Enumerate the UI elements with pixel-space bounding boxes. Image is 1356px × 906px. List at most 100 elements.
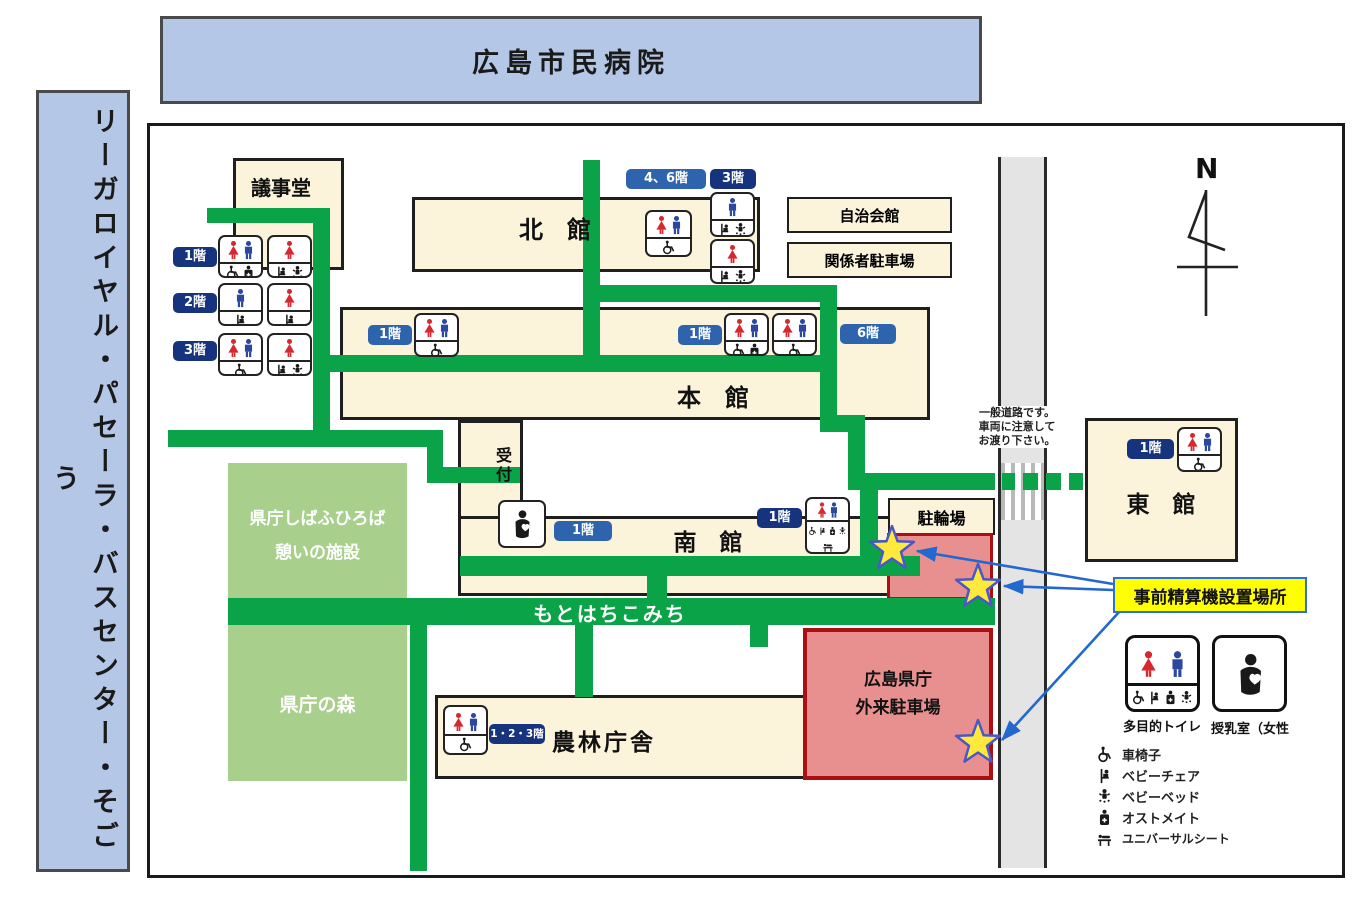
visitor-parking-label-line1: 広島県庁 — [864, 669, 932, 690]
visitor-parking-main: 広島県庁 外来駐車場 — [803, 628, 993, 780]
man-icon — [1164, 645, 1191, 683]
ostomate-icon — [747, 343, 762, 356]
wheelchair-icon — [787, 343, 802, 356]
badge-honkan-1f-right: 1階 — [678, 325, 722, 345]
road-notice-line1: 一般道路です。 — [979, 406, 1055, 419]
ostomate-icon — [241, 265, 256, 278]
man-icon — [826, 500, 842, 520]
gijido-label: 議事堂 — [251, 176, 311, 200]
baby-chair-icon — [274, 363, 289, 376]
legend-item-label: ユニバーサルシート — [1122, 832, 1230, 846]
man-icon — [745, 316, 764, 340]
top-banner: 広島市民病院 — [160, 16, 982, 104]
woman-icon — [280, 286, 299, 310]
toilet-sign-gijido-3f-a — [218, 333, 263, 376]
wheelchair-icon — [808, 525, 817, 537]
baby-bed-icon — [733, 269, 748, 284]
legend-item-baby-chair: ベビーチェア — [1096, 765, 1230, 786]
baby-chair-icon — [717, 222, 732, 237]
toilet-sign-honkan-1f-b — [772, 313, 817, 356]
badge-honkan-1f-left: 1階 — [368, 325, 412, 345]
legend-item-label: オストメイト — [1122, 812, 1201, 827]
man-icon — [435, 316, 454, 340]
legend-nursing-room-icon — [1212, 635, 1287, 712]
wheelchair-icon — [429, 343, 444, 357]
honkan-label: 本 館 — [677, 384, 749, 412]
badge-gijido-1f: 1階 — [173, 247, 217, 267]
universal-sheet-icon — [822, 540, 834, 553]
legend-item-baby-bed: ベビーベッド — [1096, 786, 1230, 807]
road-notice: 一般道路です。 車両に注意して お渡り下さい。 — [966, 406, 1068, 448]
badge-nankan-1f-right: 1階 — [757, 508, 802, 528]
toilet-sign-gijido-1f-b — [267, 235, 312, 278]
motohachikomichi-label: もとはちこみち — [533, 601, 687, 626]
shibafu-plaza-area: 県庁しばふひろば 憩いの施設 — [228, 463, 407, 600]
man-icon — [231, 286, 250, 310]
toilet-sign-gijido-2f-b — [267, 283, 312, 326]
man-icon — [723, 195, 742, 219]
toilet-sign-honkan-1f-left — [414, 313, 459, 357]
legend-list: 車椅子 ベビーチェア ベビーベッド オストメイト ユニバーサルシート — [1096, 744, 1230, 849]
toilet-sign-kitakan-3f-b — [710, 239, 755, 284]
badge-nankan-1f-left: 1階 — [554, 521, 612, 541]
baby-chair-icon — [1096, 767, 1113, 784]
wheelchair-icon — [1096, 746, 1113, 763]
jichikaikan-label: 自治会館 — [839, 206, 900, 225]
legend-item-label: ベビーベッド — [1122, 791, 1201, 806]
wheelchair-icon — [233, 363, 248, 376]
man-icon — [1198, 430, 1217, 454]
toilet-sign-gijido-3f-b — [267, 333, 312, 376]
prefecture-forest-area: 県庁の森 — [228, 625, 407, 781]
badge-honkan-6f: 6階 — [840, 324, 896, 344]
nursing-room-sign — [498, 500, 546, 548]
woman-icon — [280, 336, 299, 360]
legend-item-label: 車椅子 — [1122, 749, 1162, 764]
badge-kitakan-3f: 3階 — [710, 169, 756, 189]
baby-bed-icon — [838, 525, 847, 537]
woman-icon — [723, 242, 742, 266]
payment-machine-label: 事前精算機設置場所 — [1113, 577, 1307, 613]
north-label: N — [1195, 152, 1219, 185]
ostomate-icon — [1096, 809, 1113, 826]
road-notice-line3: お渡り下さい。 — [978, 434, 1056, 447]
top-banner-title: 広島市民病院 — [472, 47, 670, 79]
toilet-sign-kitakan-46f — [645, 210, 692, 257]
man-icon — [239, 336, 258, 360]
left-banner-title: リーガロイヤル・パセーラ・バスセンター・そごう — [48, 107, 118, 855]
badge-gijido-3f: 3階 — [173, 341, 217, 361]
shibafu-label-line2: 憩いの施設 — [275, 542, 360, 563]
legend-item-label: ベビーチェア — [1122, 770, 1201, 785]
ostomate-icon — [1163, 689, 1178, 706]
badge-gijido-2f: 2階 — [173, 293, 217, 313]
badge-norin-123f: 1・2・3階 — [489, 724, 545, 744]
shibafu-label-line1: 県庁しばふひろば — [249, 508, 386, 529]
wheelchair-icon — [1192, 457, 1207, 472]
bicycle-parking: 駐輪場 — [888, 498, 995, 535]
nursing-icon — [507, 506, 537, 542]
wheelchair-icon — [661, 240, 676, 255]
nursing-icon — [1228, 648, 1272, 700]
toilet-sign-kitakan-3f-a — [710, 192, 755, 237]
baby-bed-icon — [1179, 689, 1194, 706]
baby-bed-icon — [290, 363, 305, 376]
visitor-parking-upper — [887, 533, 993, 600]
payment-machine-label-text: 事前精算機設置場所 — [1133, 587, 1287, 608]
man-icon — [464, 710, 483, 734]
nankan-label: 南 館 — [673, 530, 743, 556]
wheelchair-icon — [225, 265, 240, 278]
crosswalk — [1001, 463, 1044, 520]
visitor-parking-label-line2: 外来駐車場 — [855, 697, 941, 718]
forest-label: 県庁の森 — [279, 693, 356, 716]
woman-icon — [1135, 645, 1162, 683]
kankeisha-parking: 関係者駐車場 — [787, 242, 952, 278]
wheelchair-icon — [1131, 689, 1146, 706]
woman-icon — [280, 238, 299, 262]
man-icon — [793, 316, 812, 340]
man-icon — [667, 213, 686, 237]
baby-chair-icon — [282, 313, 297, 326]
universal-sheet-icon — [1096, 830, 1113, 847]
baby-chair-icon — [818, 525, 827, 537]
baby-bed-icon — [290, 265, 305, 278]
legend-item-wheelchair: 車椅子 — [1096, 744, 1230, 765]
toilet-sign-higashikan-1f — [1177, 427, 1222, 472]
